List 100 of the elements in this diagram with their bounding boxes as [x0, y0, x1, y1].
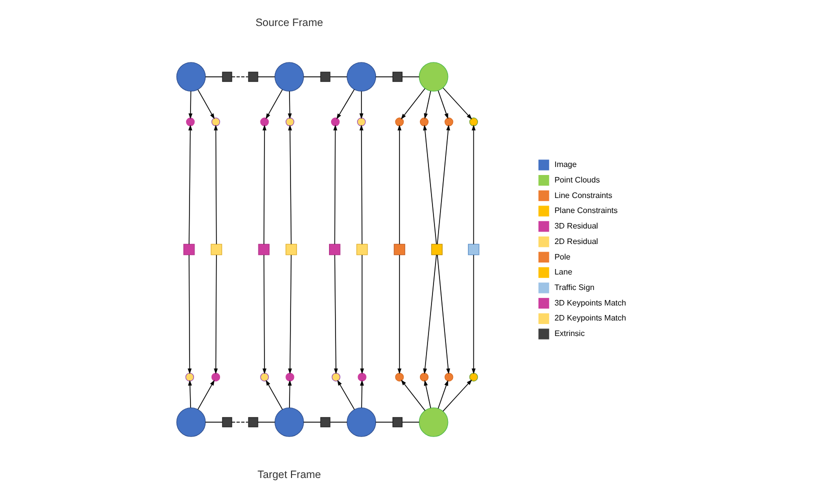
arrow — [337, 379, 355, 410]
connector — [258, 421, 276, 422]
arrow — [214, 124, 218, 244]
arrow — [333, 124, 338, 244]
arrow — [188, 380, 192, 408]
node-box — [248, 71, 258, 82]
node-box — [392, 71, 402, 82]
node-circle — [420, 372, 429, 381]
arrow — [288, 380, 292, 408]
node-box — [356, 243, 368, 255]
arrow — [360, 380, 364, 408]
arrow — [198, 88, 215, 119]
node-circle — [274, 62, 304, 91]
arrow — [188, 124, 192, 244]
connector — [231, 421, 249, 422]
node-circle — [469, 117, 478, 126]
connector — [303, 421, 321, 422]
node-circle — [185, 372, 194, 381]
node-circle — [395, 117, 404, 126]
arrow — [197, 379, 215, 410]
arrow — [423, 254, 437, 374]
connector — [258, 76, 276, 77]
node-circle — [418, 62, 448, 91]
arrow — [336, 88, 355, 119]
node-box — [392, 416, 402, 427]
node-box — [286, 243, 297, 255]
node-box — [431, 243, 443, 255]
node-circle — [395, 372, 404, 381]
node-circle — [346, 407, 376, 436]
connector — [231, 76, 249, 77]
arrow — [424, 380, 432, 408]
arrow — [334, 254, 338, 374]
arrow — [438, 380, 448, 408]
arrow — [438, 90, 448, 119]
node-box — [320, 416, 330, 427]
connector — [205, 76, 223, 77]
node-circle — [357, 117, 366, 126]
node-circle — [418, 407, 448, 436]
node-circle — [211, 372, 220, 381]
node-box — [468, 243, 480, 255]
node-circle — [260, 117, 269, 126]
arrow — [266, 379, 283, 410]
label: Target Frame — [258, 468, 321, 480]
arrow — [398, 124, 402, 244]
node-box — [210, 243, 222, 255]
arrow — [400, 379, 426, 410]
node-circle — [176, 62, 206, 91]
node-box — [258, 243, 270, 255]
node-circle — [444, 372, 454, 381]
arrow — [288, 124, 292, 244]
arrow — [288, 254, 292, 374]
node-circle — [346, 62, 376, 91]
arrow — [442, 86, 472, 119]
arrow — [266, 88, 283, 119]
arrow — [400, 88, 426, 119]
arrow — [472, 124, 476, 244]
connector — [402, 421, 420, 422]
label: Source Frame — [255, 16, 324, 29]
node-box — [222, 71, 232, 82]
arrow — [214, 254, 218, 374]
arrow — [262, 124, 266, 244]
node-circle — [331, 117, 340, 126]
node-box — [222, 416, 232, 427]
arrow — [188, 254, 192, 374]
arrow — [360, 254, 364, 374]
node-box — [320, 71, 330, 82]
node-circle — [260, 372, 269, 381]
node-circle — [286, 117, 294, 126]
node-box — [329, 243, 340, 255]
node-box — [394, 243, 406, 255]
node-circle — [186, 117, 195, 126]
arrow — [359, 124, 364, 244]
connector — [402, 76, 420, 77]
node-circle — [332, 372, 340, 381]
node-circle — [420, 117, 429, 126]
connector — [330, 421, 348, 422]
arrow — [442, 378, 472, 412]
arrow — [398, 254, 402, 374]
node-box — [183, 243, 195, 255]
node-circle — [444, 117, 454, 126]
arrow — [424, 90, 432, 118]
arrow — [288, 90, 292, 119]
node-circle — [358, 372, 366, 381]
arrow — [423, 124, 437, 244]
arrow — [359, 90, 364, 119]
connector — [330, 76, 348, 77]
node-circle — [469, 372, 478, 381]
node-circle — [274, 407, 304, 436]
arrow — [472, 254, 476, 374]
node-box — [248, 416, 258, 427]
arrow — [188, 90, 192, 119]
arrow — [436, 124, 450, 244]
connector — [205, 421, 223, 422]
connector — [375, 421, 394, 422]
node-circle — [286, 372, 294, 381]
arrow — [436, 254, 450, 374]
connector — [375, 76, 394, 77]
connector — [303, 76, 321, 77]
node-circle — [211, 117, 220, 126]
node-circle — [176, 407, 206, 436]
